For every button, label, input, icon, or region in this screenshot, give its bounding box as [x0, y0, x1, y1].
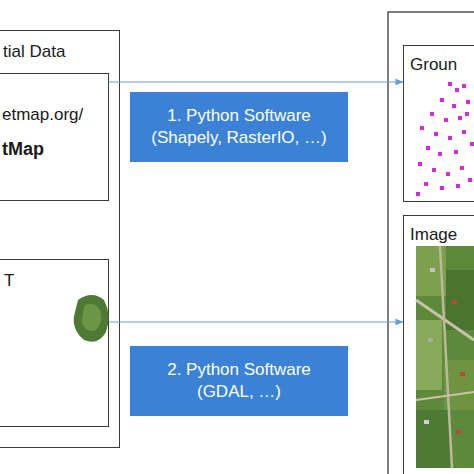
- group-heading: tial Data: [3, 41, 115, 63]
- ground-truth-points: [416, 82, 474, 196]
- source-name: tMap: [2, 138, 106, 160]
- source-url: etmap.org/: [2, 104, 106, 126]
- output-heading: Image: [410, 224, 474, 246]
- output-box: Image: [403, 215, 474, 474]
- flow-arrow: [109, 81, 403, 82]
- output-heading: Groun: [410, 54, 474, 76]
- flow-arrow: [109, 321, 403, 322]
- process-box: 1. Python Software (Shapely, RasterIO, ……: [130, 92, 348, 162]
- source-box: T: [0, 259, 109, 427]
- process-label: 1. Python Software (Shapely, RasterIO, ……: [141, 105, 337, 149]
- process-box: 2. Python Software (GDAL, …): [130, 346, 348, 416]
- aerial-image: [416, 246, 474, 468]
- source-name: T: [4, 270, 104, 292]
- output-group-frame: [388, 12, 474, 474]
- process-label: 2. Python Software (GDAL, …): [141, 359, 337, 403]
- tree-blob: [74, 295, 109, 342]
- source-box: etmap.org/tMap: [0, 73, 109, 201]
- output-box: Groun: [403, 45, 474, 202]
- input-group-box: tial Data etmap.org/tMapT: [0, 30, 120, 448]
